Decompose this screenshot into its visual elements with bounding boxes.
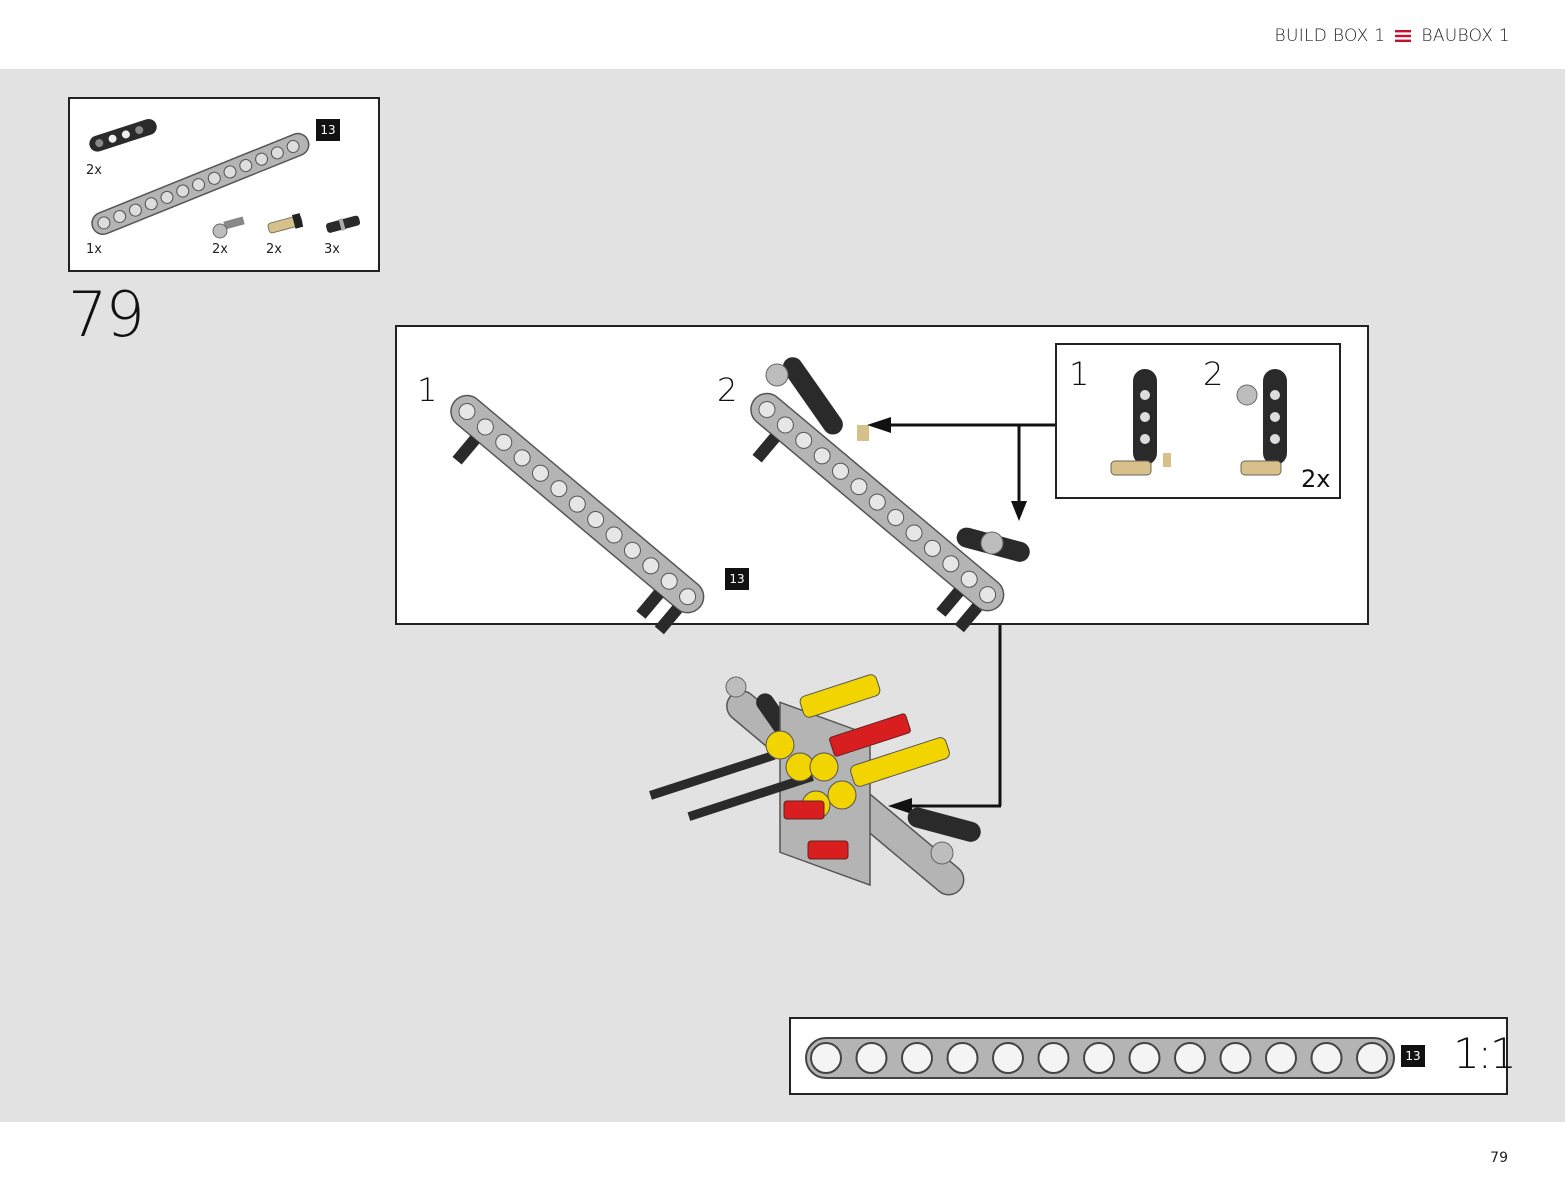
step-number: 79 bbox=[68, 278, 145, 351]
parts-qty: 2x bbox=[212, 242, 228, 257]
arrow-connector bbox=[867, 417, 1057, 521]
beam-13-step1-image bbox=[450, 394, 705, 635]
detail-multiplier: 2x bbox=[1301, 465, 1331, 493]
page-number: 79 bbox=[1490, 1150, 1508, 1166]
subassembly-box: 1 13 2 bbox=[395, 325, 1369, 635]
parts-qty: 3x bbox=[324, 242, 340, 257]
beam-length-badge: 13 bbox=[316, 119, 340, 141]
beam-length-badge: 13 bbox=[725, 568, 749, 590]
title-de: BAUBOX 1 bbox=[1421, 26, 1510, 46]
scale-box: 13 1:1 bbox=[789, 1017, 1517, 1095]
beam-length-badge: 13 bbox=[1401, 1045, 1425, 1067]
beam-short-pin-tan-image bbox=[1110, 369, 1171, 476]
scale-label: 1:1 bbox=[1453, 1029, 1517, 1078]
beam-13-scale-image bbox=[805, 1037, 1395, 1079]
beam-short-black-image bbox=[89, 118, 157, 152]
detail-substep-1-label: 1 bbox=[1069, 355, 1090, 393]
substep-1-label: 1 bbox=[417, 371, 438, 409]
detail-substep-2-label: 2 bbox=[1203, 355, 1224, 393]
beam-short-pin-ball-image bbox=[1236, 369, 1287, 476]
parts-qty: 2x bbox=[266, 242, 282, 257]
parts-qty: 1x bbox=[86, 242, 102, 257]
pin-gray-ball-image bbox=[212, 216, 245, 239]
parts-list-box: 2x 13 1x 2x 2x bbox=[68, 97, 380, 272]
menu-icon bbox=[1395, 30, 1412, 42]
beam-13-step2-image bbox=[750, 357, 1030, 633]
page-footer bbox=[0, 1122, 1565, 1191]
page-header: BUILD BOX 1 BAUBOX 1 bbox=[0, 0, 1565, 69]
title-en: BUILD BOX 1 bbox=[1274, 26, 1386, 46]
arrow-to-assembly bbox=[888, 625, 1002, 814]
parts-qty: 2x bbox=[86, 163, 102, 178]
pin-tan-image bbox=[267, 213, 304, 234]
pin-black-image bbox=[325, 215, 361, 233]
substep-2-label: 2 bbox=[717, 371, 738, 409]
detail-callout-box: 1 2 2x bbox=[1055, 343, 1341, 499]
build-box-title: BUILD BOX 1 BAUBOX 1 bbox=[1275, 26, 1510, 46]
main-assembly-image bbox=[649, 674, 981, 896]
beam-13-gray-image bbox=[91, 132, 310, 236]
